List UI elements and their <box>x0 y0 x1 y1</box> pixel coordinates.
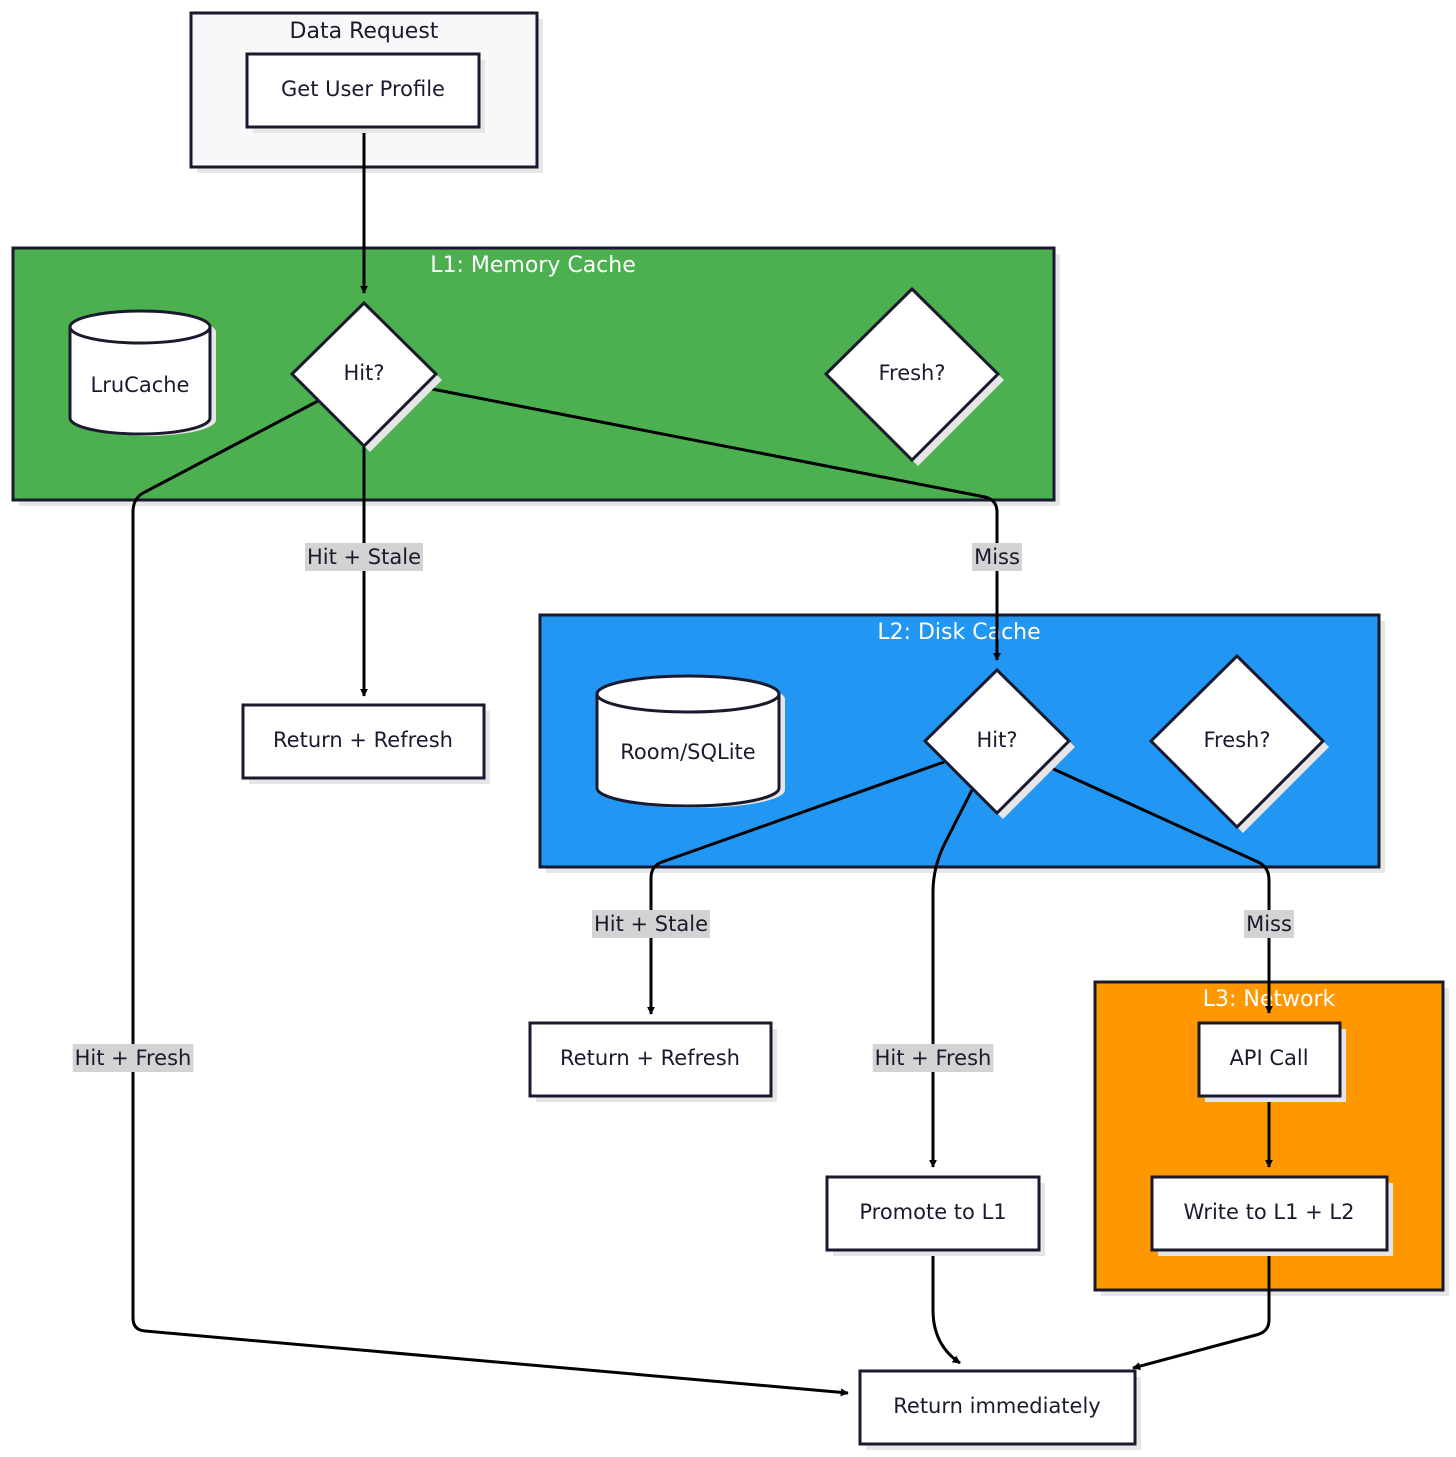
svg-text:Hit + Fresh: Hit + Fresh <box>875 1046 992 1070</box>
api-call-label: API Call <box>1229 1046 1308 1070</box>
edge-l2-miss <box>1048 765 1273 1014</box>
cluster-l2-title: L2: Disk Cache <box>877 620 1040 645</box>
return-refresh-2-label: Return + Refresh <box>560 1046 740 1070</box>
l1-hit-label: Hit? <box>343 361 384 385</box>
edge-label-l1-fresh: Hit + Fresh <box>72 1044 194 1072</box>
cluster-data-request-title: Data Request <box>290 19 439 44</box>
edge-l1-hit-fresh <box>131 399 849 1397</box>
return-immediately-label: Return immediately <box>893 1394 1100 1418</box>
node-lru-cache: LruCache <box>68 309 216 436</box>
svg-text:Hit + Stale: Hit + Stale <box>594 912 708 936</box>
edge-labels: Hit + Stale Miss Hit + Fresh Hit + Stale… <box>72 543 1294 1072</box>
svg-text:Miss: Miss <box>1246 912 1292 936</box>
return-refresh-1-label: Return + Refresh <box>273 728 453 752</box>
lru-cache-label: LruCache <box>91 373 190 397</box>
edge-label-l1-miss: Miss <box>972 543 1022 571</box>
node-return-refresh-1: Return + Refresh <box>241 703 490 784</box>
svg-text:Miss: Miss <box>974 545 1020 569</box>
edge-label-l2-miss: Miss <box>1244 910 1294 938</box>
edge-l2-hit-fresh <box>929 789 974 1168</box>
node-return-refresh-2: Return + Refresh <box>528 1021 777 1102</box>
svg-text:Hit + Stale: Hit + Stale <box>307 545 421 569</box>
node-write-to-l1-l2: Write to L1 + L2 <box>1150 1175 1393 1256</box>
get-user-profile-label: Get User Profile <box>281 77 445 101</box>
edges <box>131 127 1273 1397</box>
node-room-sqlite: Room/SQLite <box>595 674 785 808</box>
svg-text:Hit + Fresh: Hit + Fresh <box>75 1046 192 1070</box>
room-sqlite-label: Room/SQLite <box>620 740 755 764</box>
promote-to-l1-label: Promote to L1 <box>859 1200 1006 1224</box>
cluster-l1-title: L1: Memory Cache <box>430 253 636 278</box>
edge-label-l2-stale: Hit + Stale <box>592 910 710 938</box>
l2-hit-label: Hit? <box>976 728 1017 752</box>
node-promote-to-l1: Promote to L1 <box>825 1175 1045 1256</box>
node-api-call: API Call <box>1197 1021 1346 1102</box>
node-l1-fresh-decision: Fresh? <box>823 286 1004 466</box>
l1-fresh-label: Fresh? <box>878 361 945 385</box>
edge-label-l1-stale: Hit + Stale <box>305 543 423 571</box>
edge-l1-miss <box>426 386 1001 661</box>
node-get-user-profile: Get User Profile <box>245 52 485 133</box>
edge-promote-to-return <box>931 1250 961 1365</box>
node-l2-fresh-decision: Fresh? <box>1148 653 1329 833</box>
edge-write-to-return <box>1132 1250 1271 1370</box>
edge-label-l2-fresh: Hit + Fresh <box>872 1044 994 1072</box>
node-l1-hit-decision: Hit? <box>289 300 442 452</box>
node-return-immediately: Return immediately <box>858 1369 1141 1450</box>
l2-fresh-label: Fresh? <box>1203 728 1270 752</box>
edge-l2-hit-stale <box>647 760 945 1015</box>
write-to-l1-l2-label: Write to L1 + L2 <box>1184 1200 1355 1224</box>
node-l2-hit-decision: Hit? <box>922 667 1075 819</box>
